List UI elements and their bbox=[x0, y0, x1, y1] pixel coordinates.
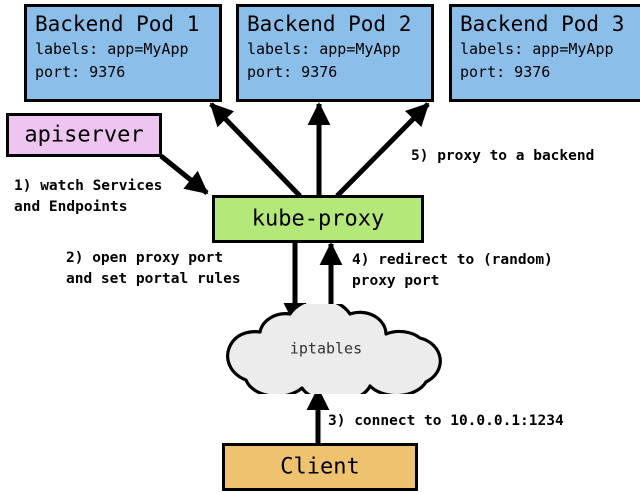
pod-2-labels: labels: app=MyApp bbox=[247, 40, 401, 58]
edge-kubeproxy-to-pod1 bbox=[209, 102, 302, 198]
iptables-label: iptables bbox=[289, 339, 363, 358]
step-label-1: 1) watch Services and Endpoints bbox=[14, 178, 163, 215]
step-label-3: 3) connect to 10.0.0.1:1234 bbox=[328, 413, 564, 429]
step-label-2: 2) open proxy port and set portal rules bbox=[66, 250, 241, 287]
pod-1-title: Backend Pod 1 bbox=[35, 12, 200, 36]
pod-3-port: port: 9376 bbox=[460, 63, 551, 81]
pod-2-title: Backend Pod 2 bbox=[247, 12, 412, 36]
pod-3-title: Backend Pod 3 bbox=[460, 12, 625, 36]
step-label-4: 4) redirect to (random) proxy port bbox=[352, 252, 553, 289]
node-backend-pod-1[interactable]: Backend Pod 1 labels: app=MyApp port: 93… bbox=[24, 4, 222, 102]
node-backend-pod-2[interactable]: Backend Pod 2 labels: app=MyApp port: 93… bbox=[236, 4, 434, 102]
pod-3-labels: labels: app=MyApp bbox=[460, 40, 614, 58]
node-client[interactable]: Client bbox=[222, 443, 418, 491]
pod-2-port: port: 9376 bbox=[247, 63, 338, 81]
step-label-5: 5) proxy to a backend bbox=[411, 148, 595, 164]
node-iptables[interactable]: iptables bbox=[190, 297, 462, 404]
node-backend-pod-3[interactable]: Backend Pod 3 labels: app=MyApp port: 93… bbox=[449, 4, 640, 102]
edge-apiserver-to-kubeproxy bbox=[159, 154, 209, 195]
cloud-shape bbox=[226, 297, 442, 404]
pod-1-labels: labels: app=MyApp bbox=[35, 40, 189, 58]
apiserver-label: apiserver bbox=[24, 122, 144, 148]
kube-proxy-label: kube-proxy bbox=[251, 206, 385, 232]
node-kube-proxy[interactable]: kube-proxy bbox=[212, 195, 424, 243]
client-label: Client bbox=[280, 454, 360, 480]
pod-1-port: port: 9376 bbox=[35, 63, 126, 81]
node-apiserver[interactable]: apiserver bbox=[6, 113, 162, 157]
